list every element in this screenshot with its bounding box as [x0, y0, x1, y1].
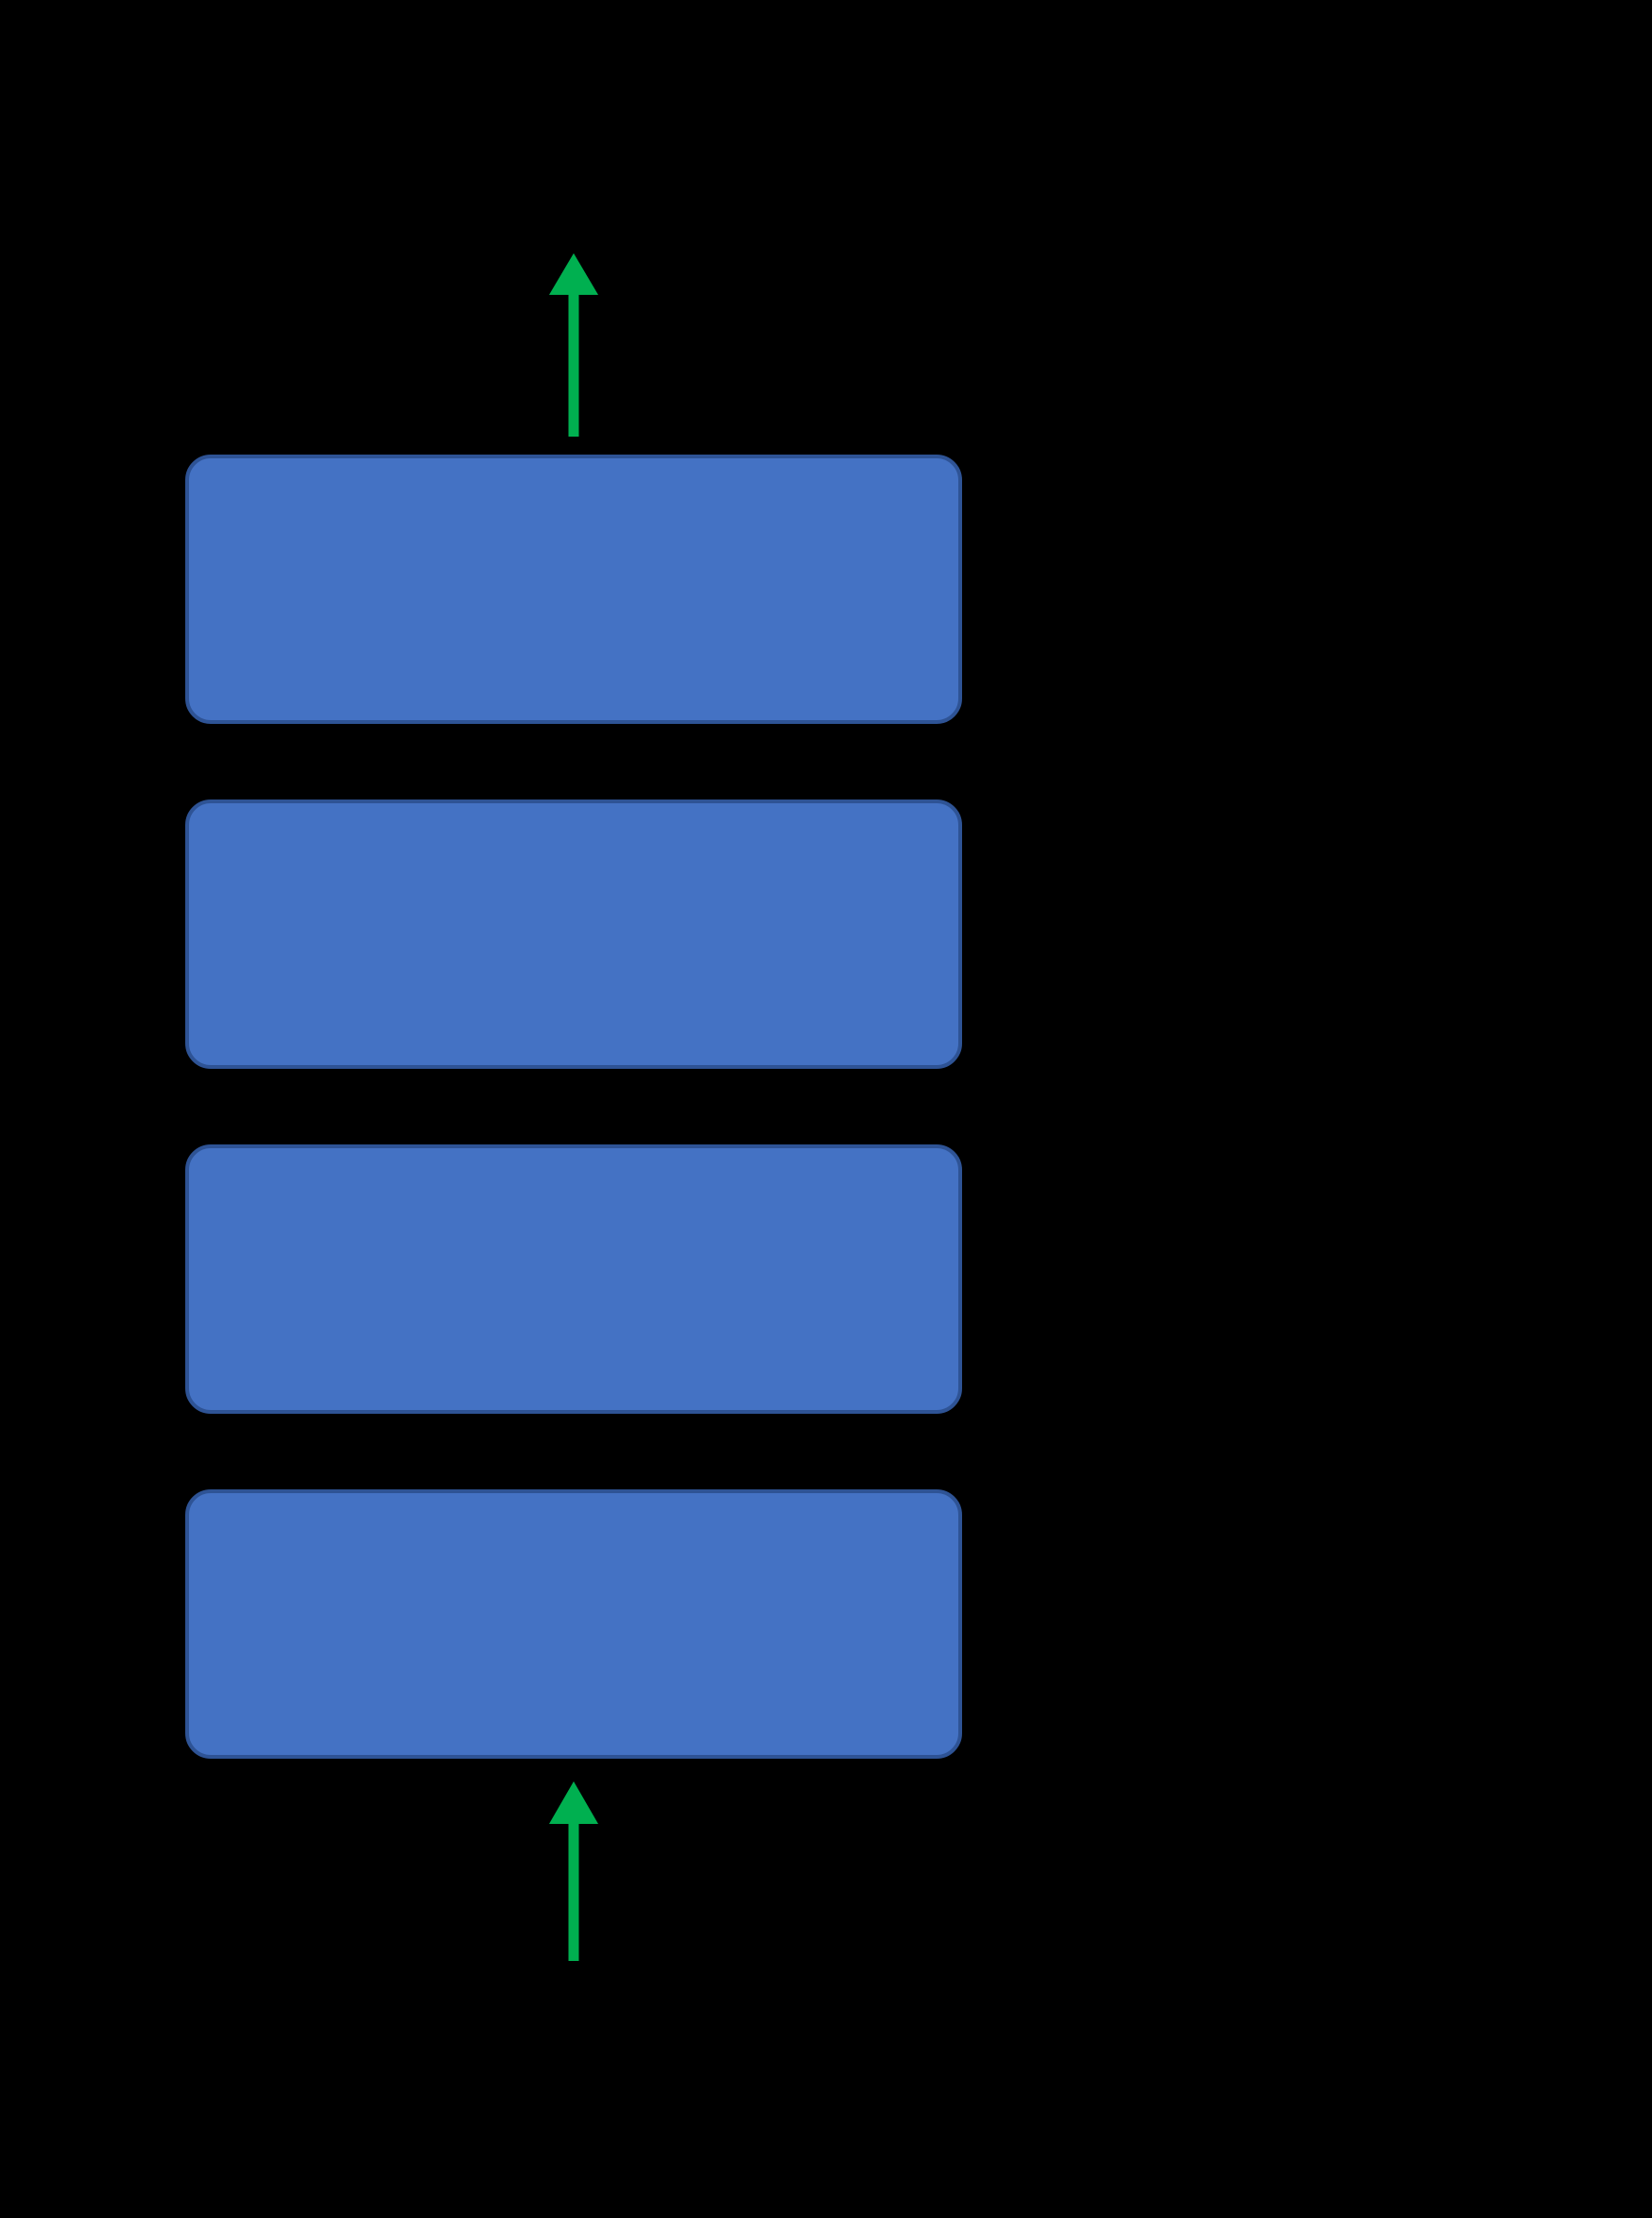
arrow-input-bottom-head [549, 1781, 598, 1824]
arrow-input-bottom-shaft [568, 1824, 579, 1961]
diagram-node[interactable] [185, 800, 962, 1069]
diagram-node[interactable] [185, 455, 962, 724]
diagram-node[interactable] [185, 1144, 962, 1414]
block-2-rect[interactable] [185, 800, 962, 1069]
block-1-rect[interactable] [185, 455, 962, 724]
arrow-input-bottom-icon [549, 1781, 598, 1961]
arrow-output-top-shaft [568, 295, 579, 437]
arrow-output-top-head [549, 253, 598, 295]
block-3-rect[interactable] [185, 1144, 962, 1414]
node-layer [185, 455, 962, 1759]
arrow-layer [549, 253, 598, 1961]
block-4-rect[interactable] [185, 1489, 962, 1759]
diagram-node[interactable] [185, 1489, 962, 1759]
arrow-output-top-icon [549, 253, 598, 437]
